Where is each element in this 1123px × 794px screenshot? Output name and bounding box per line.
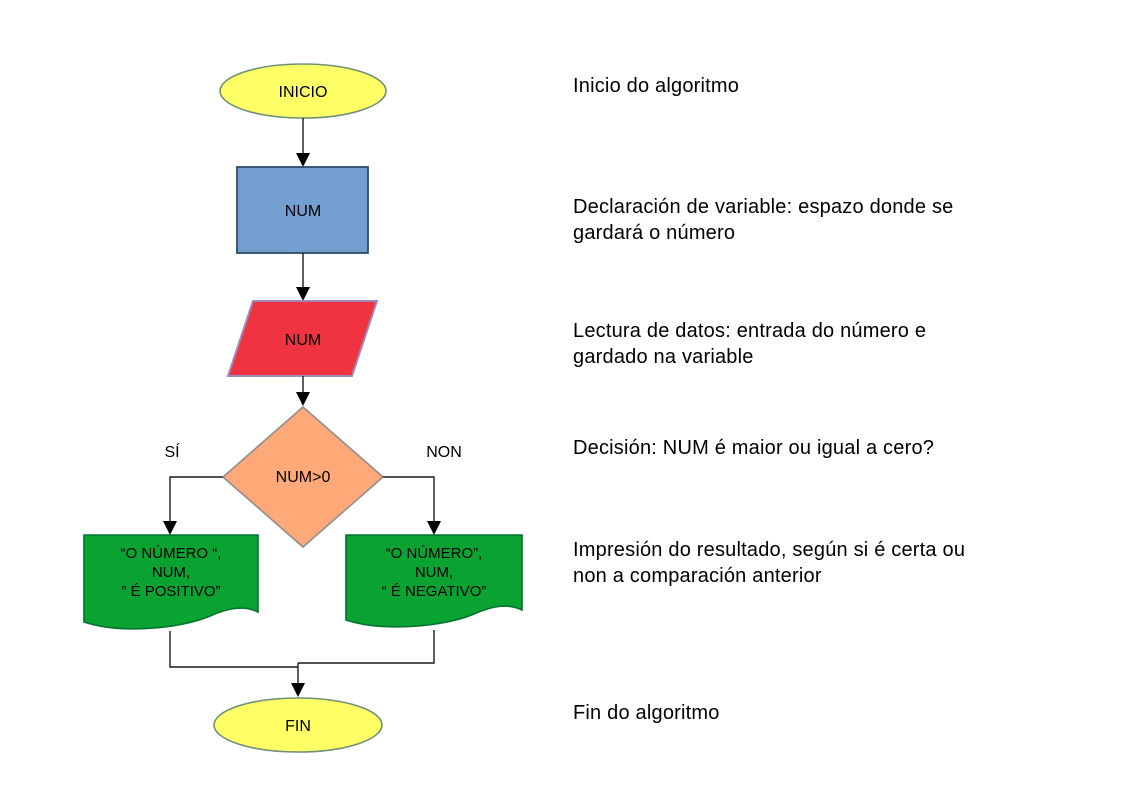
connector-yes-branch xyxy=(169,476,223,527)
print-positive-line2: NUM, xyxy=(152,564,190,581)
arrowhead-read-decision xyxy=(296,392,310,406)
read-input-label: NUM xyxy=(285,332,321,349)
annotation-print-line1: Impresión do resultado, según si é certa… xyxy=(573,539,966,561)
print-negative-document-shape xyxy=(345,534,523,628)
annotation-start: Inicio do algoritmo xyxy=(573,73,1073,99)
arrowhead-merge-end xyxy=(291,683,305,697)
print-positive-line1: “O NÚMERO “, xyxy=(121,545,222,562)
print-negative-line1: “O NÚMERO”, xyxy=(386,545,483,562)
annotation-end: Fin do algoritmo xyxy=(573,700,1073,726)
annotation-print-line2: non a comparación anterior xyxy=(573,565,822,587)
annotation-read-line1: Lectura de datos: entrada do número e xyxy=(573,320,927,342)
print-positive-line3: ” É POSITIVO” xyxy=(121,583,220,600)
decision-yes-label: SÍ xyxy=(164,442,180,461)
annotation-read-line2: gardado na variable xyxy=(573,346,754,368)
connector-no-branch xyxy=(383,476,435,527)
arrowhead-start-declare xyxy=(296,153,310,167)
annotation-declare-line1: Declaración de variable: espazo donde se xyxy=(573,196,954,218)
annotation-decision-line1: Decisión: NUM é maior ou igual a cero? xyxy=(573,437,935,459)
annotation-start-line1: Inicio do algoritmo xyxy=(573,75,740,97)
arrowhead-yes-branch xyxy=(163,521,177,535)
connector-positive-end xyxy=(169,631,298,668)
declare-process-shape xyxy=(236,166,369,254)
end-terminal-shape xyxy=(213,697,383,753)
print-positive-document-shape xyxy=(83,534,259,630)
annotation-decision: Decisión: NUM é maior ou igual a cero? xyxy=(573,435,1073,461)
annotation-print: Impresión do resultado, según si é certa… xyxy=(573,537,1073,589)
arrowhead-declare-read xyxy=(296,287,310,301)
decision-diamond-shape xyxy=(221,405,385,549)
end-terminal-label: FIN xyxy=(285,718,311,735)
print-negative-line2: NUM, xyxy=(415,564,453,581)
print-negative-line3: “ É NEGATIVO” xyxy=(382,583,487,600)
annotation-declare-line2: gardará o número xyxy=(573,222,736,244)
declare-process-label: NUM xyxy=(285,203,321,220)
start-terminal-label: INICIO xyxy=(279,84,328,101)
read-input-shape xyxy=(226,300,379,377)
annotation-read: Lectura de datos: entrada do número e ga… xyxy=(573,318,1073,370)
decision-diamond-label: NUM>0 xyxy=(276,469,331,486)
annotation-declare: Declaración de variable: espazo donde se… xyxy=(573,194,1073,246)
annotation-end-line1: Fin do algoritmo xyxy=(573,702,720,724)
connector-negative-end xyxy=(298,630,435,664)
decision-no-label: NON xyxy=(426,444,462,461)
flowchart-diagram: INICIO NUM NUM NUM>0 SÍ NON “O NÚMERO “,… xyxy=(83,63,523,753)
arrowhead-no-branch xyxy=(427,521,441,535)
